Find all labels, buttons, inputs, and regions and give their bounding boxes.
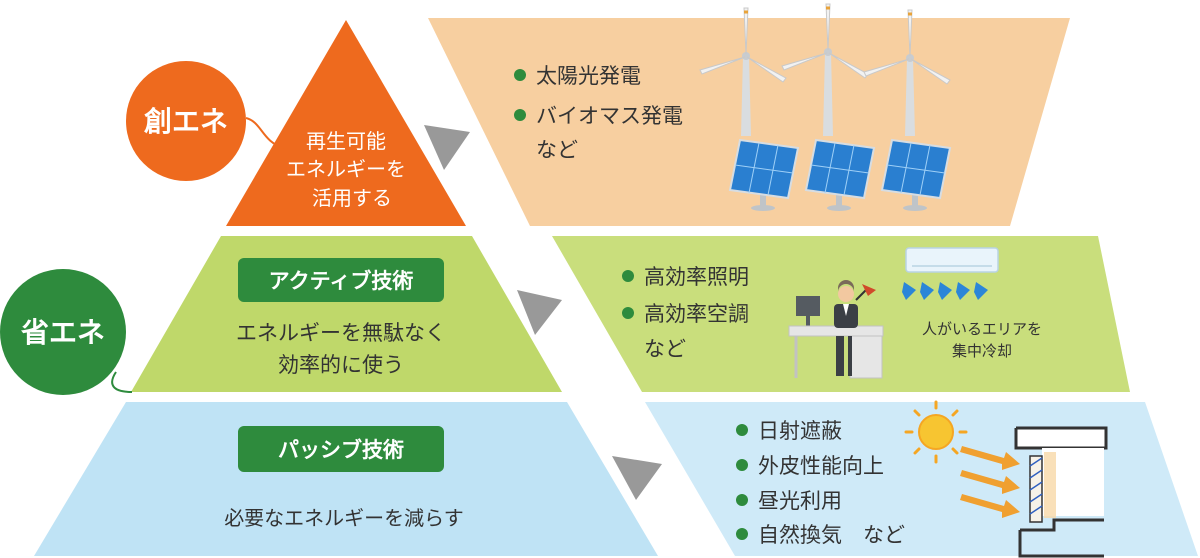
- badge-sho-circle: [0, 269, 126, 395]
- badge-sou-connector: [245, 117, 285, 149]
- badge-sho-label: 省エネ: [21, 316, 105, 349]
- passive-tech-tag: [238, 426, 444, 472]
- solar-panel-icon: [804, 138, 876, 211]
- bullet-dot-icon: [514, 109, 526, 121]
- bullet-dot-icon: [736, 424, 748, 436]
- panel-top-item-2: バイオマス発電: [536, 104, 683, 128]
- bullet-dot-icon: [736, 528, 748, 540]
- bullet-dot-icon: [736, 494, 748, 506]
- panel-bottom-item-4: 自然換気 など: [758, 523, 905, 547]
- building-section-icon: [1014, 426, 1108, 558]
- pyramid-bottom-tier: [34, 402, 658, 556]
- pyramid-top-tier: [226, 20, 466, 226]
- bullet-dot-icon: [736, 459, 748, 471]
- wind-turbine-icon: [863, 9, 951, 136]
- middle-tier-line-2: 効率的に使う: [278, 353, 404, 377]
- wind-turbine-icon: [699, 7, 787, 136]
- badge-sou-circle: [126, 61, 246, 181]
- sunlight-arrows-icon: [960, 446, 1020, 518]
- panel-middle-caption-2: 集中冷却: [952, 342, 1012, 360]
- top-tier-line-1: 再生可能: [306, 129, 386, 153]
- solar-panel-icon: [880, 138, 952, 211]
- panel-middle-suffix: など: [644, 337, 686, 361]
- arrow-middle-icon: [517, 290, 562, 335]
- badge-sou-label: 創エネ: [144, 105, 228, 138]
- panel-top-suffix: など: [536, 138, 578, 162]
- panel-bottom-item-2: 外皮性能向上: [758, 454, 884, 478]
- panel-bottom-item-1: 日射遮蔽: [758, 419, 842, 443]
- panel-middle-caption-1: 人がいるエリアを: [922, 320, 1042, 338]
- solar-panel-icon: [728, 138, 800, 211]
- bottom-tier-line-1: 必要なエネルギーを減らす: [224, 506, 464, 530]
- passive-tech-tag-label: パッシブ技術: [278, 438, 404, 462]
- panel-bottom-item-3: 昼光利用: [758, 489, 842, 513]
- sun-icon: [904, 400, 968, 464]
- middle-tier-line-1: エネルギーを無駄なく: [236, 321, 446, 345]
- arrow-top-icon: [424, 125, 470, 170]
- panel-middle-item-1: 高効率照明: [644, 265, 749, 289]
- office-worker-icon: [788, 280, 884, 379]
- bullet-dot-icon: [514, 69, 526, 81]
- bullet-dot-icon: [622, 270, 634, 282]
- bullet-dot-icon: [622, 307, 634, 319]
- air-conditioner-icon: [902, 247, 999, 300]
- active-tech-tag-label: アクティブ技術: [269, 269, 414, 293]
- arrow-bottom-icon: [612, 456, 662, 500]
- top-tier-line-2: エネルギーを: [286, 157, 406, 181]
- wind-turbine-icon: [781, 3, 869, 136]
- panel-top-item-1: 太陽光発電: [536, 64, 641, 88]
- panel-middle-item-2: 高効率空調: [644, 302, 749, 326]
- top-tier-line-3: 活用する: [312, 186, 392, 210]
- active-tech-tag: [238, 258, 444, 302]
- badge-sho-connector: [111, 371, 133, 393]
